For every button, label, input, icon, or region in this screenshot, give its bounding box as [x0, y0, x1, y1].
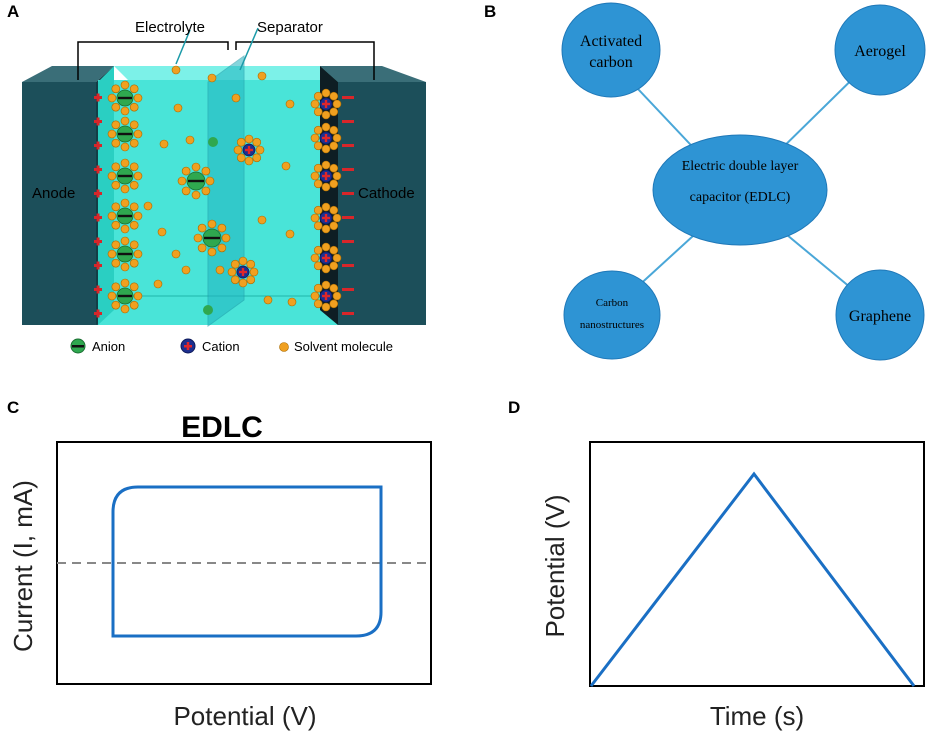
- separator-label: Separator: [257, 19, 323, 36]
- electrolyte-bracket: [77, 41, 375, 80]
- anode-label: Anode: [32, 185, 75, 202]
- solvated-anion: [177, 162, 215, 200]
- solvated-cation: [310, 202, 342, 234]
- panel-c-cv-chart: EDLC Potential (V) Current (I, mA): [8, 411, 432, 731]
- free-anion: [208, 137, 218, 147]
- solvated-cation: [310, 160, 342, 192]
- electrolyte-pointer: [175, 29, 191, 65]
- solvated-anion: [107, 116, 143, 152]
- cathode-negative-charges: [342, 96, 354, 315]
- node-aerogel-label: Aerogel: [854, 43, 906, 60]
- node-carbon-line2: nanostructures: [580, 319, 644, 331]
- free-anion: [203, 305, 213, 315]
- center-line1: Electric double layer: [682, 159, 799, 174]
- anode-positive-charges: [94, 93, 102, 318]
- chart-c-ylabel: Current (I, mA): [8, 480, 38, 652]
- chart-d-ylabel: Potential (V): [540, 494, 570, 637]
- panel-b-letter: B: [484, 2, 497, 21]
- chart-c-xlabel: Potential (V): [173, 701, 316, 731]
- solvated-anion: [193, 219, 231, 257]
- solvated-anion: [107, 158, 143, 194]
- legend-cation-label: Cation: [202, 339, 240, 354]
- node-graphene: [835, 269, 925, 361]
- legend-anion-label: Anion: [92, 339, 125, 354]
- node-activated-line1: Activated: [580, 33, 642, 50]
- panel-a-letter: A: [7, 2, 20, 21]
- panel-a-legend: Anion Cation Solvent molecule: [70, 338, 393, 354]
- solvated-anion: [107, 80, 143, 116]
- node-carbon-nanostructures: [563, 270, 661, 360]
- panel-d-gcd-chart: Time (s) Potential (V): [540, 441, 925, 731]
- node-activated-carbon: [561, 2, 661, 98]
- node-aerogel: [834, 4, 926, 96]
- adsorbed-cations: [310, 88, 342, 312]
- solvated-cation: [310, 280, 342, 312]
- chart-d-xlabel: Time (s): [710, 701, 804, 731]
- separator-pointer: [239, 27, 259, 71]
- chart-c-title: EDLC: [181, 411, 263, 444]
- panel-a-cell-diagram: Electrolyte Separator Anode Cathode Anio…: [22, 19, 426, 354]
- solvated-cation: [310, 88, 342, 120]
- node-edlc-center: [652, 134, 828, 246]
- solvated-cation: [227, 256, 259, 288]
- gcd-curve: [589, 471, 916, 687]
- electrolyte-label: Electrolyte: [135, 19, 205, 36]
- node-carbon-line1: Carbon: [596, 297, 629, 309]
- solvent-legend-icon: [279, 342, 289, 352]
- node-activated-line2: carbon: [589, 54, 633, 71]
- solvated-anion: [107, 236, 143, 272]
- panel-b-mind-map: Activated carbon Aerogel Electric double…: [561, 2, 926, 361]
- center-line2: capacitor (EDLC): [690, 190, 791, 205]
- solvated-anion: [107, 278, 143, 314]
- cathode-label: Cathode: [358, 185, 415, 202]
- adsorbed-anions: [107, 80, 143, 314]
- panel-c-letter: C: [7, 398, 20, 417]
- solvated-cation: [233, 134, 265, 166]
- solvated-cation: [310, 242, 342, 274]
- solvated-anion: [107, 198, 143, 234]
- cv-curve: [111, 485, 383, 638]
- legend-solvent-label: Solvent molecule: [294, 339, 393, 354]
- solvated-cation: [310, 122, 342, 154]
- chart-d-frame: [589, 441, 925, 687]
- free-solvent-molecules: [143, 65, 297, 307]
- panel-d-letter: D: [508, 398, 521, 417]
- node-graphene-label: Graphene: [849, 308, 911, 325]
- free-ions: [177, 134, 265, 288]
